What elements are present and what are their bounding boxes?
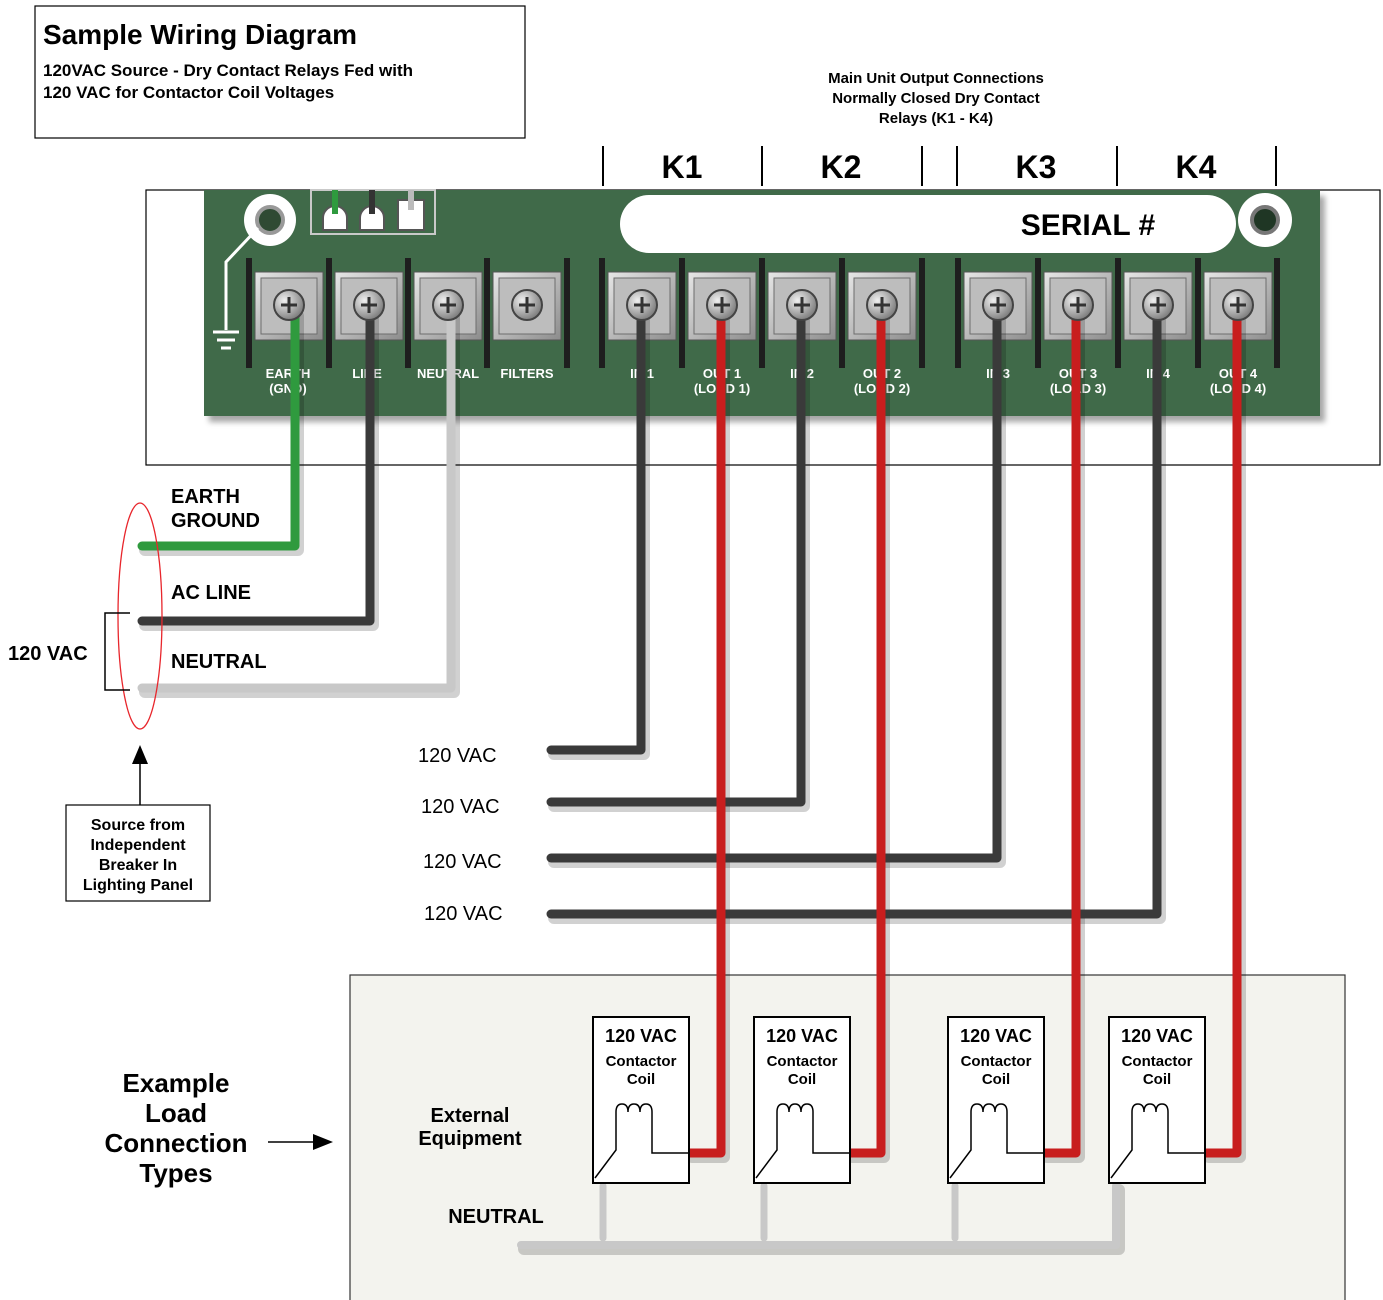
out3-load-wire (1039, 307, 1081, 1158)
example-label-line2: Load (145, 1098, 207, 1128)
ac-line-wire (137, 307, 375, 626)
relay-dividers (602, 146, 1277, 186)
coil-voltage-label: 120 VAC (960, 1026, 1032, 1046)
screw-in3 (982, 289, 1014, 321)
coil-type-label: Contactor (767, 1053, 838, 1070)
serial-plate (620, 195, 1236, 253)
terminal-label-filters: FILTERS (500, 366, 554, 381)
screw-out3 (1062, 289, 1094, 321)
example-label-line3: Connection (105, 1128, 248, 1158)
diagram-title: Sample Wiring Diagram (43, 19, 357, 50)
in3-feed-label: 120 VAC (423, 851, 502, 873)
relay-k2-label: K2 (821, 149, 862, 185)
screw-in4 (1142, 289, 1174, 321)
out4-load-wire (1201, 307, 1242, 1158)
title-box (34, 5, 526, 139)
output-header-line3: Relays (K1 - K4) (879, 110, 993, 127)
source-note-line1: Source from (91, 817, 185, 834)
external-equipment-line1: External (431, 1105, 510, 1127)
earth-ground-wire (137, 307, 300, 551)
coil-word-label: Coil (1143, 1071, 1171, 1088)
terminal-barriers (246, 258, 1280, 368)
ground-symbol (213, 226, 260, 350)
relay-k3-label: K3 (1016, 149, 1057, 185)
source-oval (117, 502, 163, 730)
in3-feed-wire (546, 307, 1002, 863)
serial-label: SERIAL # (1021, 209, 1156, 242)
indicator-connector (310, 189, 436, 235)
in1-feed-wire (546, 307, 646, 755)
screw-in2 (786, 289, 818, 321)
in4-feed-label: 120 VAC (424, 903, 503, 925)
in1-feed-label: 120 VAC (418, 745, 497, 767)
voltage-bracket (104, 612, 130, 691)
screw-out1 (706, 289, 738, 321)
screw-filters (511, 289, 543, 321)
coil-symbol-icon (949, 1103, 1044, 1179)
terminal-screws (273, 289, 1254, 321)
coil-voltage-label: 120 VAC (766, 1026, 838, 1046)
coil-word-label: Coil (627, 1071, 655, 1088)
in2-feed-label: 120 VAC (421, 796, 500, 818)
coil-symbol-icon (594, 1103, 689, 1179)
example-label-line4: Types (139, 1158, 212, 1188)
earth-ground-label-line2: GROUND (171, 510, 260, 532)
earth-ground-label-line1: EARTH (171, 486, 240, 508)
source-note-line3: Breaker In (99, 857, 177, 874)
neutral-wire (137, 307, 456, 693)
load-neutral-label: NEUTRAL (448, 1206, 544, 1228)
in4-feed-wire (546, 307, 1162, 919)
load-neutral-bus (517, 1182, 1120, 1249)
screw-out4 (1222, 289, 1254, 321)
screw-earth (273, 289, 305, 321)
coil-type-label: Contactor (606, 1053, 677, 1070)
output-header-line2: Normally Closed Dry Contact (832, 90, 1040, 107)
in2-feed-wire (546, 307, 806, 807)
coil-voltage-label: 120 VAC (605, 1026, 677, 1046)
ac-line-label: AC LINE (171, 582, 251, 604)
screw-line (353, 289, 385, 321)
coil-symbol-icon (1110, 1103, 1205, 1179)
coil-type-label: Contactor (1122, 1053, 1193, 1070)
source-note-line2: Independent (90, 837, 186, 854)
wiring (137, 307, 1246, 1255)
diagram-subtitle-line1: 120VAC Source - Dry Contact Relays Fed w… (43, 61, 413, 80)
diagram-subtitle-line2: 120 VAC for Contactor Coil Voltages (43, 83, 334, 102)
coil-word-label: Coil (982, 1071, 1010, 1088)
screw-in1 (626, 289, 658, 321)
screw-neutral (432, 289, 464, 321)
relay-k1-label: K1 (662, 149, 703, 185)
relay-k4-label: K4 (1176, 149, 1217, 185)
source-note-box (65, 804, 211, 902)
coil-word-label: Coil (788, 1071, 816, 1088)
output-header-line1: Main Unit Output Connections (828, 70, 1044, 87)
coil-voltage-label: 120 VAC (1121, 1026, 1193, 1046)
external-equipment-line2: Equipment (418, 1128, 522, 1150)
coil-symbol-icon (755, 1103, 850, 1179)
out2-load-wire (844, 307, 886, 1158)
out1-load-wire (684, 307, 726, 1158)
example-label-line1: Example (123, 1068, 230, 1098)
source-note-line4: Lighting Panel (83, 877, 193, 894)
coil-type-label: Contactor (961, 1053, 1032, 1070)
screw-out2 (866, 289, 898, 321)
source-voltage-label: 120 VAC (8, 643, 88, 665)
neutral-label: NEUTRAL (171, 651, 267, 673)
